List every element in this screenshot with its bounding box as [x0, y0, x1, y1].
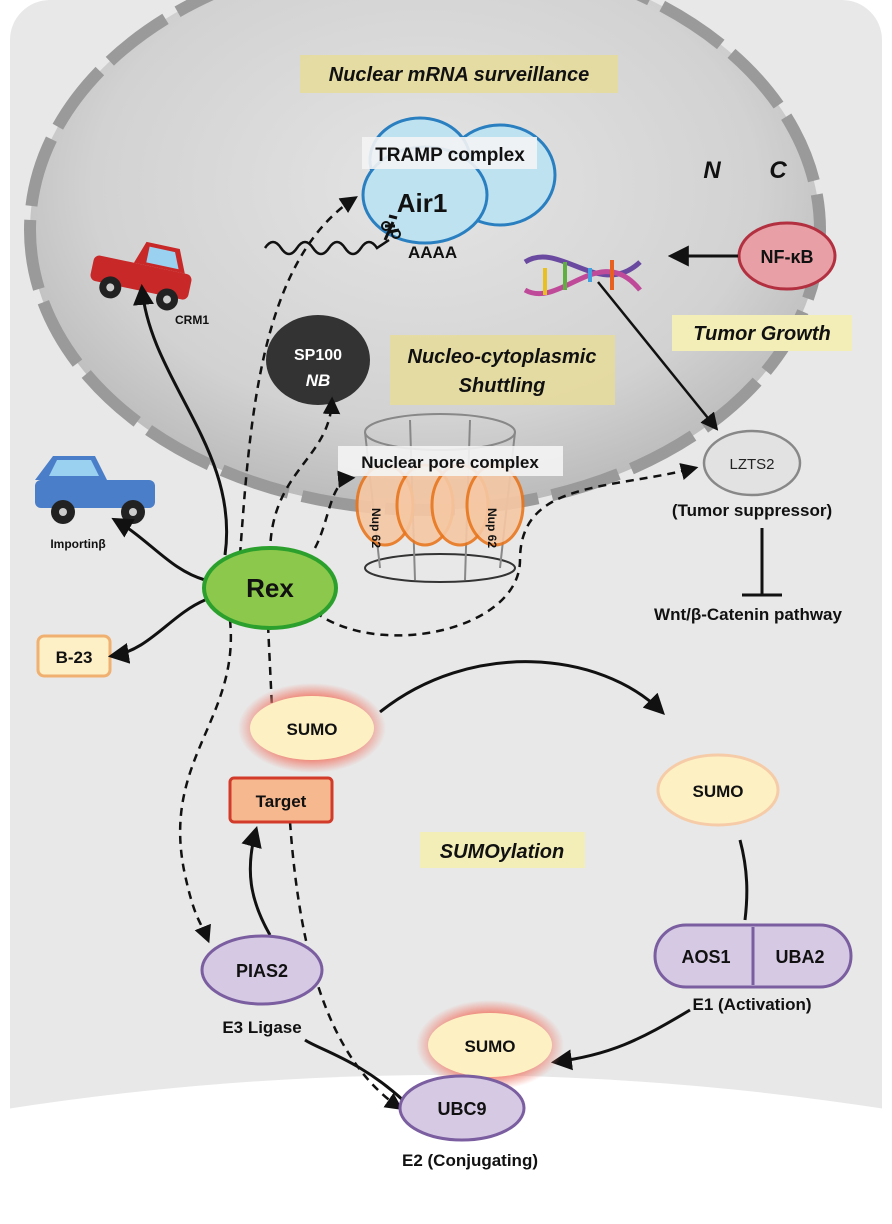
- arrow-e1-to-e2: [550, 1008, 691, 1071]
- mrna-surveillance-label: Nuclear mRNA surveillance: [329, 64, 589, 86]
- rex-label: Rex: [246, 573, 294, 603]
- sumo-e2-node: [428, 1013, 552, 1077]
- arrow-sumo-to-e1: [738, 839, 749, 921]
- nucleus-label: N: [703, 157, 721, 184]
- tramp-label-box: [362, 137, 537, 169]
- air1-label: Air1: [397, 188, 448, 218]
- sp100-body: [266, 315, 370, 405]
- e3-label: E3 Ligase: [222, 1018, 301, 1037]
- rna-strand-icon: [263, 214, 401, 256]
- mrna-surveillance-box: [300, 55, 618, 93]
- sumo-free-node: [656, 753, 780, 827]
- sumoylation-label: SUMOylation: [440, 841, 564, 863]
- arrow-e3-to-target: [241, 825, 272, 936]
- wnt-label: Wnt/β-Catenin pathway: [654, 605, 842, 624]
- lzts2-label: LZTS2: [729, 456, 774, 473]
- tumor-suppressor-label: (Tumor suppressor): [672, 501, 832, 520]
- importin-label: Importinβ: [50, 537, 105, 551]
- aos1-label: AOS1: [681, 947, 730, 967]
- cytoplasm-label: C: [769, 157, 787, 184]
- sumo-target-label: SUMO: [287, 720, 338, 739]
- shuttling-box: [390, 335, 615, 405]
- ubc9-label: UBC9: [437, 1099, 486, 1119]
- shuttling-label-2: Shuttling: [459, 375, 546, 397]
- npc-label-box: [338, 446, 563, 476]
- sp100-label: SP100: [294, 347, 342, 364]
- sumo-free-label: SUMO: [693, 782, 744, 801]
- arrow-sumo-release: [379, 660, 665, 715]
- arrow-rex-importin: [111, 517, 206, 582]
- nup-label-2: Nup 62: [485, 508, 499, 548]
- nfkb-label: NF-κB: [760, 247, 813, 267]
- b23-label: B-23: [56, 648, 93, 667]
- polya-label: AAAA: [408, 243, 457, 262]
- arrow-rex-b23: [107, 598, 206, 664]
- uba2-label: UBA2: [775, 947, 824, 967]
- ubc9-node: [398, 1074, 526, 1142]
- tumor-growth-label: Tumor Growth: [693, 323, 830, 345]
- sumo-e2-label: SUMO: [465, 1037, 516, 1056]
- truck-icon-red: [90, 241, 192, 311]
- arrow-rex-crm1: [133, 283, 229, 556]
- nb-label: NB: [306, 371, 331, 390]
- rex-node: [202, 546, 338, 630]
- sumo-target-node: [250, 696, 374, 760]
- nup-label-1: Nup 62: [369, 508, 383, 548]
- target-label: Target: [256, 792, 307, 811]
- sumoylation-box: [420, 832, 585, 868]
- e2-label: E2 (Conjugating): [402, 1151, 538, 1170]
- lzts2-node: [702, 429, 802, 497]
- pias2-node: [200, 934, 324, 1006]
- truck-icon-blue: [35, 456, 155, 524]
- arrow-dna-lzts2: [597, 281, 719, 431]
- npc-label: Nuclear pore complex: [361, 453, 539, 472]
- dna-helix-icon: [523, 254, 642, 297]
- crm1-label: CRM1: [175, 313, 209, 327]
- cell-membrane-edge: [0, 1075, 892, 1219]
- target-box: [228, 776, 334, 824]
- arrow-e2-to-e3: [304, 1038, 407, 1104]
- tramp-label: TRAMP complex: [375, 145, 525, 166]
- dashed-interactions: [179, 196, 699, 1110]
- nfkb-node: [737, 221, 837, 291]
- tumor-growth-box: [672, 315, 852, 351]
- pias2-label: PIAS2: [236, 961, 288, 981]
- e1-label: E1 (Activation): [692, 995, 811, 1014]
- shuttling-label-1: Nucleo-cytoplasmic: [408, 346, 597, 368]
